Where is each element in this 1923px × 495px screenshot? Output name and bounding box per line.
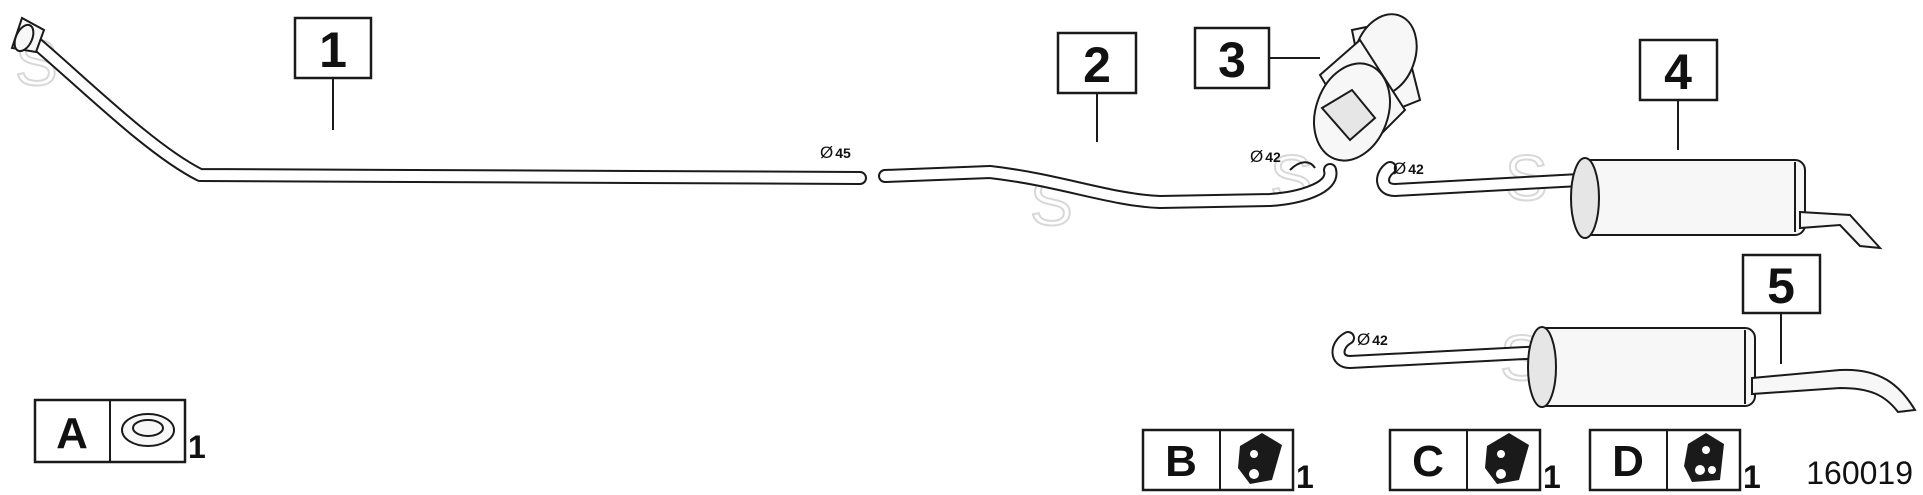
svg-text:A: A — [56, 409, 88, 458]
svg-text:1: 1 — [319, 22, 347, 78]
svg-text:Ø42: Ø42 — [1393, 159, 1424, 178]
legend-item-a[interactable]: A 1 — [33, 398, 206, 465]
svg-text:1: 1 — [188, 429, 206, 465]
gasket-ring-icon — [121, 413, 175, 447]
svg-text:4: 4 — [1664, 44, 1692, 100]
legend-item-d[interactable]: D 1 — [1588, 428, 1761, 495]
rear-muffler-part-5[interactable] — [1331, 326, 1917, 414]
svg-text:2: 2 — [1083, 37, 1111, 93]
svg-text:Ø45: Ø45 — [820, 143, 851, 162]
svg-text:Ø42: Ø42 — [1250, 147, 1281, 166]
callout-5[interactable]: 5 — [1741, 253, 1822, 364]
svg-text:3: 3 — [1218, 32, 1246, 88]
callout-2[interactable]: 2 — [1056, 31, 1138, 142]
svg-text:1: 1 — [1543, 459, 1561, 495]
callout-1[interactable]: 1 — [293, 16, 373, 130]
rubber-hanger-icon — [1238, 433, 1282, 484]
svg-text:1: 1 — [1296, 459, 1314, 495]
catalytic-converter-part-3[interactable] — [1301, 5, 1427, 171]
rubber-hanger-icon — [1684, 433, 1724, 482]
rear-muffler-part-4[interactable] — [1376, 157, 1883, 250]
document-number: 160019 — [1806, 455, 1913, 491]
svg-text:Ø42: Ø42 — [1357, 330, 1388, 349]
callout-4[interactable]: 4 — [1638, 38, 1719, 150]
middle-pipe-part-2[interactable] — [878, 161, 1338, 209]
svg-text:5: 5 — [1767, 258, 1795, 314]
svg-text:B: B — [1165, 437, 1197, 486]
callout-3[interactable]: 3 — [1193, 26, 1320, 90]
legend-item-c[interactable]: C 1 — [1388, 428, 1561, 495]
svg-text:D: D — [1612, 437, 1644, 486]
front-pipe-part-1[interactable] — [10, 16, 867, 185]
svg-text:1: 1 — [1743, 459, 1761, 495]
legend-item-b[interactable]: B 1 — [1141, 428, 1314, 495]
svg-text:C: C — [1412, 437, 1444, 486]
rubber-hanger-icon — [1485, 433, 1529, 484]
